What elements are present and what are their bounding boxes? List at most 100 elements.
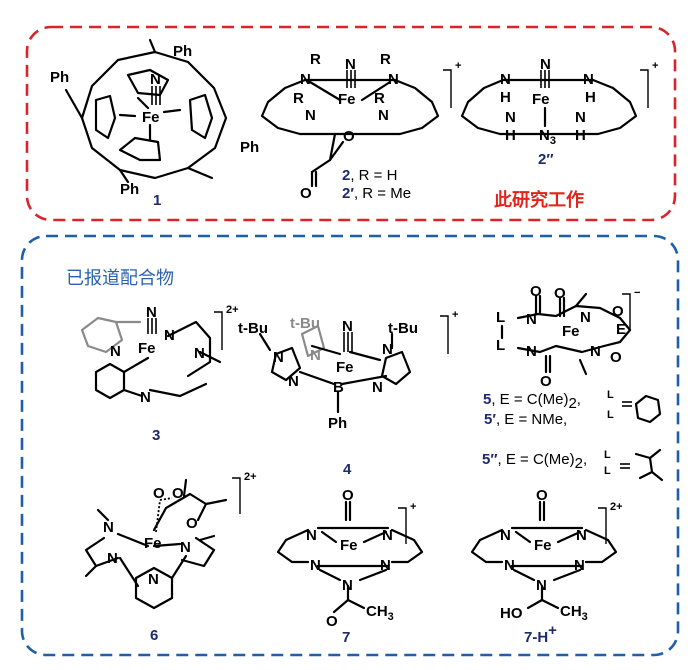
- c7h-n5: N: [536, 577, 547, 594]
- compound-5: Fe O O O O O N N N N E L L − 5, E = C(Me…: [482, 283, 664, 482]
- c7-metal: Fe: [340, 537, 358, 554]
- c7h-label: 7-H+: [524, 622, 557, 646]
- c4-charge: +: [452, 309, 458, 321]
- c6-o2: O: [172, 485, 184, 502]
- c2-n3: N: [305, 107, 316, 124]
- c2pp-metal: Fe: [532, 91, 550, 108]
- c6-n4: N: [148, 571, 159, 588]
- c2pp-n4: N: [575, 109, 586, 126]
- c4-tbu-right: t-Bu: [388, 320, 418, 337]
- c7-methyl: CH3: [366, 603, 394, 623]
- c2-r2: R: [380, 51, 391, 68]
- c4-label: 4: [343, 461, 352, 478]
- benzene-ring-icon: [634, 394, 662, 424]
- c4-metal: Fe: [336, 359, 354, 376]
- c7h-o1: O: [536, 487, 548, 504]
- c7-n4: N: [380, 557, 391, 574]
- c2-n1: N: [300, 71, 311, 88]
- c5-l-inset-1: L: [607, 389, 614, 401]
- c2-r4: R: [374, 90, 385, 107]
- compound-6: Fe O O O N N N N 2+ 6: [84, 471, 257, 644]
- c4-n-grey: N: [310, 347, 321, 364]
- c5-n3: N: [580, 309, 591, 326]
- c2-legend-1: 2, R = H: [342, 167, 397, 184]
- c5-n2: N: [526, 343, 537, 360]
- c7-n2: N: [382, 527, 393, 544]
- c3-charge: 2+: [226, 304, 239, 316]
- dimethyl-ethylene-icon: [634, 452, 654, 480]
- c7h-methyl: CH3: [560, 603, 588, 623]
- c2-r1: R: [310, 51, 321, 68]
- c6-n3: N: [180, 539, 191, 556]
- bottom-box-title: 已报道配合物: [66, 268, 174, 288]
- c2pp-h4: H: [575, 127, 586, 144]
- c2pp-h3: H: [505, 127, 516, 144]
- c6-n1: N: [103, 519, 114, 536]
- c2pp-label: 2″: [538, 151, 554, 168]
- top-box-frame: [25, 25, 677, 222]
- c4-n1: N: [273, 349, 284, 366]
- c5-o5: O: [610, 349, 622, 366]
- c5-legend-1: 5, E = C(Me)2,: [483, 391, 581, 412]
- c1-ph-bottom: Ph: [120, 181, 139, 198]
- c6-n2: N: [107, 550, 118, 567]
- c2pp-n3: N: [505, 109, 516, 126]
- c5-metal: Fe: [562, 323, 580, 340]
- c7-n3: N: [310, 557, 321, 574]
- c5-l-inset-2: L: [607, 409, 614, 421]
- c3-n2: N: [194, 345, 205, 362]
- c5-legend-3: 5″, E = C(Me)2,: [482, 451, 587, 472]
- c5-n4: N: [590, 343, 601, 360]
- c4-axial: N: [342, 318, 353, 335]
- c7h-n3: N: [504, 557, 515, 574]
- c4-n3: N: [382, 341, 393, 358]
- c3-label: 3: [152, 427, 160, 444]
- c7-n5: N: [342, 577, 353, 594]
- c6-charge: 2+: [244, 471, 257, 483]
- compound-1: Fe N Ph Ph Ph Ph 1: [50, 38, 259, 209]
- c2pp-n1: N: [500, 71, 511, 88]
- c2-o2: O: [300, 185, 312, 202]
- compound-7: Fe O O N N N N N CH3 + 7: [276, 487, 424, 646]
- c2-charge: +: [455, 60, 461, 72]
- c4-n4: N: [372, 379, 383, 396]
- c4-tbu-left: t-Bu: [238, 320, 268, 337]
- c2-legend-2: 2′, R = Me: [342, 185, 411, 202]
- c2pp-h2: H: [585, 89, 596, 106]
- c1-ph-top: Ph: [173, 43, 192, 60]
- c7h-charge: 2+: [610, 501, 623, 513]
- c2-r3: R: [293, 90, 304, 107]
- c1-ph-left: Ph: [50, 69, 69, 86]
- c5-o3: O: [540, 373, 552, 390]
- c5-charge: −: [634, 287, 640, 299]
- c2-n2: N: [388, 71, 399, 88]
- compound-2pp: Fe N N N N N H H H H N3 + 2″: [460, 56, 658, 168]
- c1-metal: Fe: [142, 109, 160, 126]
- c7h-metal: Fe: [534, 537, 552, 554]
- c7-n1: N: [306, 527, 317, 544]
- c1-ph-right: Ph: [240, 139, 259, 156]
- c7h-ho: HO: [500, 605, 523, 622]
- c5-l-inset-3: L: [604, 449, 611, 461]
- c6-o1: O: [153, 485, 165, 502]
- c5-l2: L: [496, 337, 505, 354]
- c5-e: E: [616, 321, 626, 338]
- c5-o2: O: [554, 285, 566, 302]
- compound-2: Fe N N N N N R R R R O O + 2, R = H 2′, …: [260, 51, 461, 202]
- c2-n4: N: [378, 107, 389, 124]
- c5-o1: O: [530, 283, 542, 300]
- c4-n2: N: [288, 373, 299, 390]
- c6-metal: Fe: [144, 535, 162, 552]
- c7h-n4: N: [574, 557, 585, 574]
- c5-n1: N: [526, 311, 537, 328]
- c4-ph: Ph: [328, 415, 347, 432]
- bottom-box-frame: [20, 234, 680, 657]
- c7-charge: +: [410, 501, 416, 513]
- c3-n1: N: [164, 327, 175, 344]
- c5-l1: L: [496, 309, 505, 326]
- c3-n3: N: [140, 389, 151, 406]
- c4-boron: B: [333, 379, 344, 396]
- c4-tbu-grey: t-Bu: [290, 315, 320, 332]
